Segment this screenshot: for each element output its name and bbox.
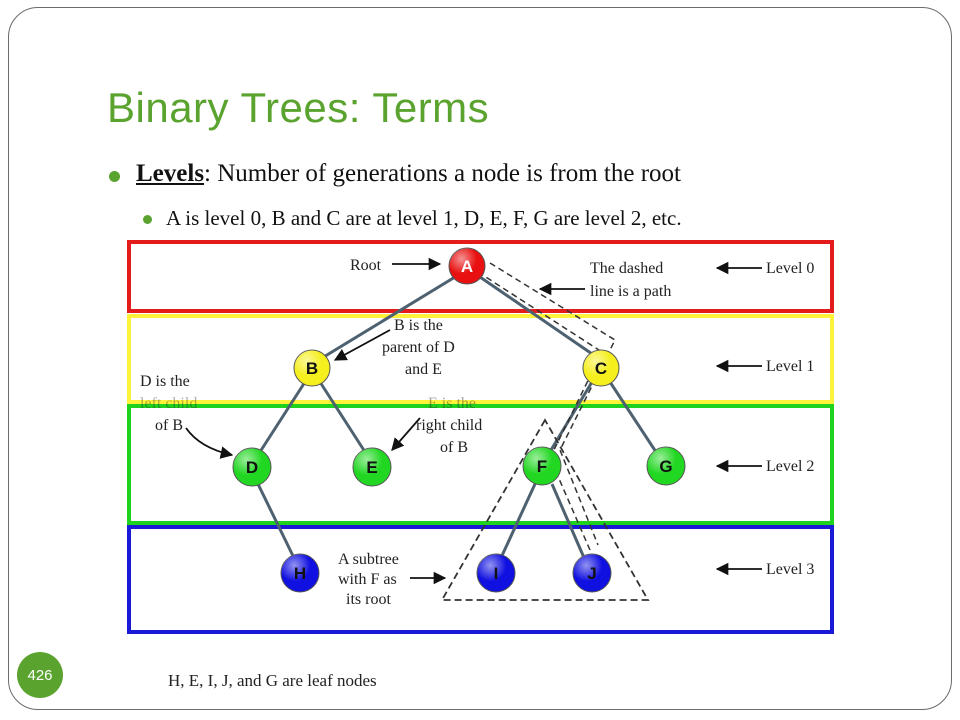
- annotation-path-line1: The dashed: [590, 260, 663, 277]
- bullet-dot: [109, 171, 120, 182]
- annotation-rightchild-line2: right child: [416, 417, 482, 434]
- edge-c-g: [608, 381, 660, 456]
- level-2-label: Level 2: [766, 458, 814, 475]
- level-2-marker: Level 2: [715, 458, 814, 475]
- annotation-rightchild-line1: E is the: [428, 395, 476, 412]
- node-h: H: [280, 553, 320, 593]
- node-g: G: [646, 446, 686, 486]
- level-1-band: [127, 314, 834, 404]
- annotation-parent-line3: and E: [405, 361, 442, 378]
- edge-d-h: [256, 483, 297, 561]
- annotation-leftchild-line3: of B: [155, 417, 183, 434]
- node-i-label: I: [494, 564, 499, 583]
- node-e-label: E: [366, 458, 377, 477]
- node-c: C: [582, 349, 620, 387]
- edge-f-i: [498, 483, 537, 561]
- node-g-label: G: [659, 457, 672, 476]
- slide-title: Binary Trees: Terms: [107, 84, 490, 131]
- subtree-outline: [440, 418, 650, 601]
- annotation-path-line2: line is a path: [590, 283, 671, 300]
- page-number-badge: 426: [17, 652, 63, 698]
- level-1-marker: Level 1: [715, 358, 814, 375]
- annotation-leftchild-line1: D is the: [140, 373, 190, 390]
- arrow-parent: [333, 329, 391, 361]
- node-d-label: D: [246, 458, 258, 477]
- node-f: F: [522, 446, 562, 486]
- annotation-subtree-line3: its root: [346, 591, 391, 608]
- node-d: D: [232, 447, 272, 487]
- node-a: A: [448, 247, 486, 285]
- slide-frame: [8, 7, 952, 710]
- term-levels: Levels: [136, 160, 205, 187]
- annotation-subtree-line2: with F as: [338, 571, 397, 588]
- edge-b-e: [318, 381, 369, 456]
- arrow-rightchild: [391, 417, 421, 451]
- level-0-label: Level 0: [766, 260, 814, 277]
- annotation-parent-line1: B is the: [394, 317, 443, 334]
- node-b: B: [293, 349, 331, 387]
- dashed-path-inner: [477, 271, 603, 551]
- annotation-parent-line2: parent of D: [382, 339, 455, 356]
- dashed-path: [489, 262, 616, 546]
- annotation-leftchild-line2: left child: [140, 395, 197, 412]
- node-e: E: [352, 447, 392, 487]
- level-2-band: [127, 404, 834, 525]
- edge-b-d: [256, 381, 307, 456]
- node-f-label: F: [537, 457, 547, 476]
- annotation-subtree-line1: A subtree: [338, 551, 399, 568]
- annotation-rightchild-line3: of B: [440, 439, 468, 456]
- level-3-marker: Level 3: [715, 561, 814, 578]
- node-h-label: H: [294, 564, 306, 583]
- level-1-label: Level 1: [766, 358, 814, 375]
- edge-a-c: [479, 275, 599, 360]
- node-c-label: C: [595, 359, 607, 378]
- arrow-leftchild: [185, 427, 234, 459]
- bullet-levels-text: : Number of generations a node is from t…: [204, 160, 681, 187]
- edge-a-b: [321, 275, 456, 360]
- node-j-label: J: [587, 564, 596, 583]
- annotation-root: Root: [350, 257, 382, 274]
- sub-bullet-dot: [143, 215, 152, 224]
- bullet-levels: Levels: Number of generations a node is …: [109, 160, 681, 188]
- bullet-levels-example: A is level 0, B and C are at level 1, D,…: [143, 206, 682, 231]
- bullet-example-text: A is level 0, B and C are at level 1, D,…: [166, 206, 682, 230]
- node-j: J: [572, 553, 612, 593]
- node-b-label: B: [306, 359, 318, 378]
- level-0-band: [127, 240, 834, 313]
- node-a-label: A: [461, 257, 473, 276]
- edge-f-j: [550, 483, 587, 561]
- level-3-band: [127, 525, 834, 634]
- level-3-label: Level 3: [766, 561, 814, 578]
- node-i: I: [476, 553, 516, 593]
- tree-edges: [256, 275, 660, 561]
- level-0-marker: Level 0: [715, 260, 814, 277]
- leaf-nodes-caption: H, E, I, J, and G are leaf nodes: [168, 671, 377, 690]
